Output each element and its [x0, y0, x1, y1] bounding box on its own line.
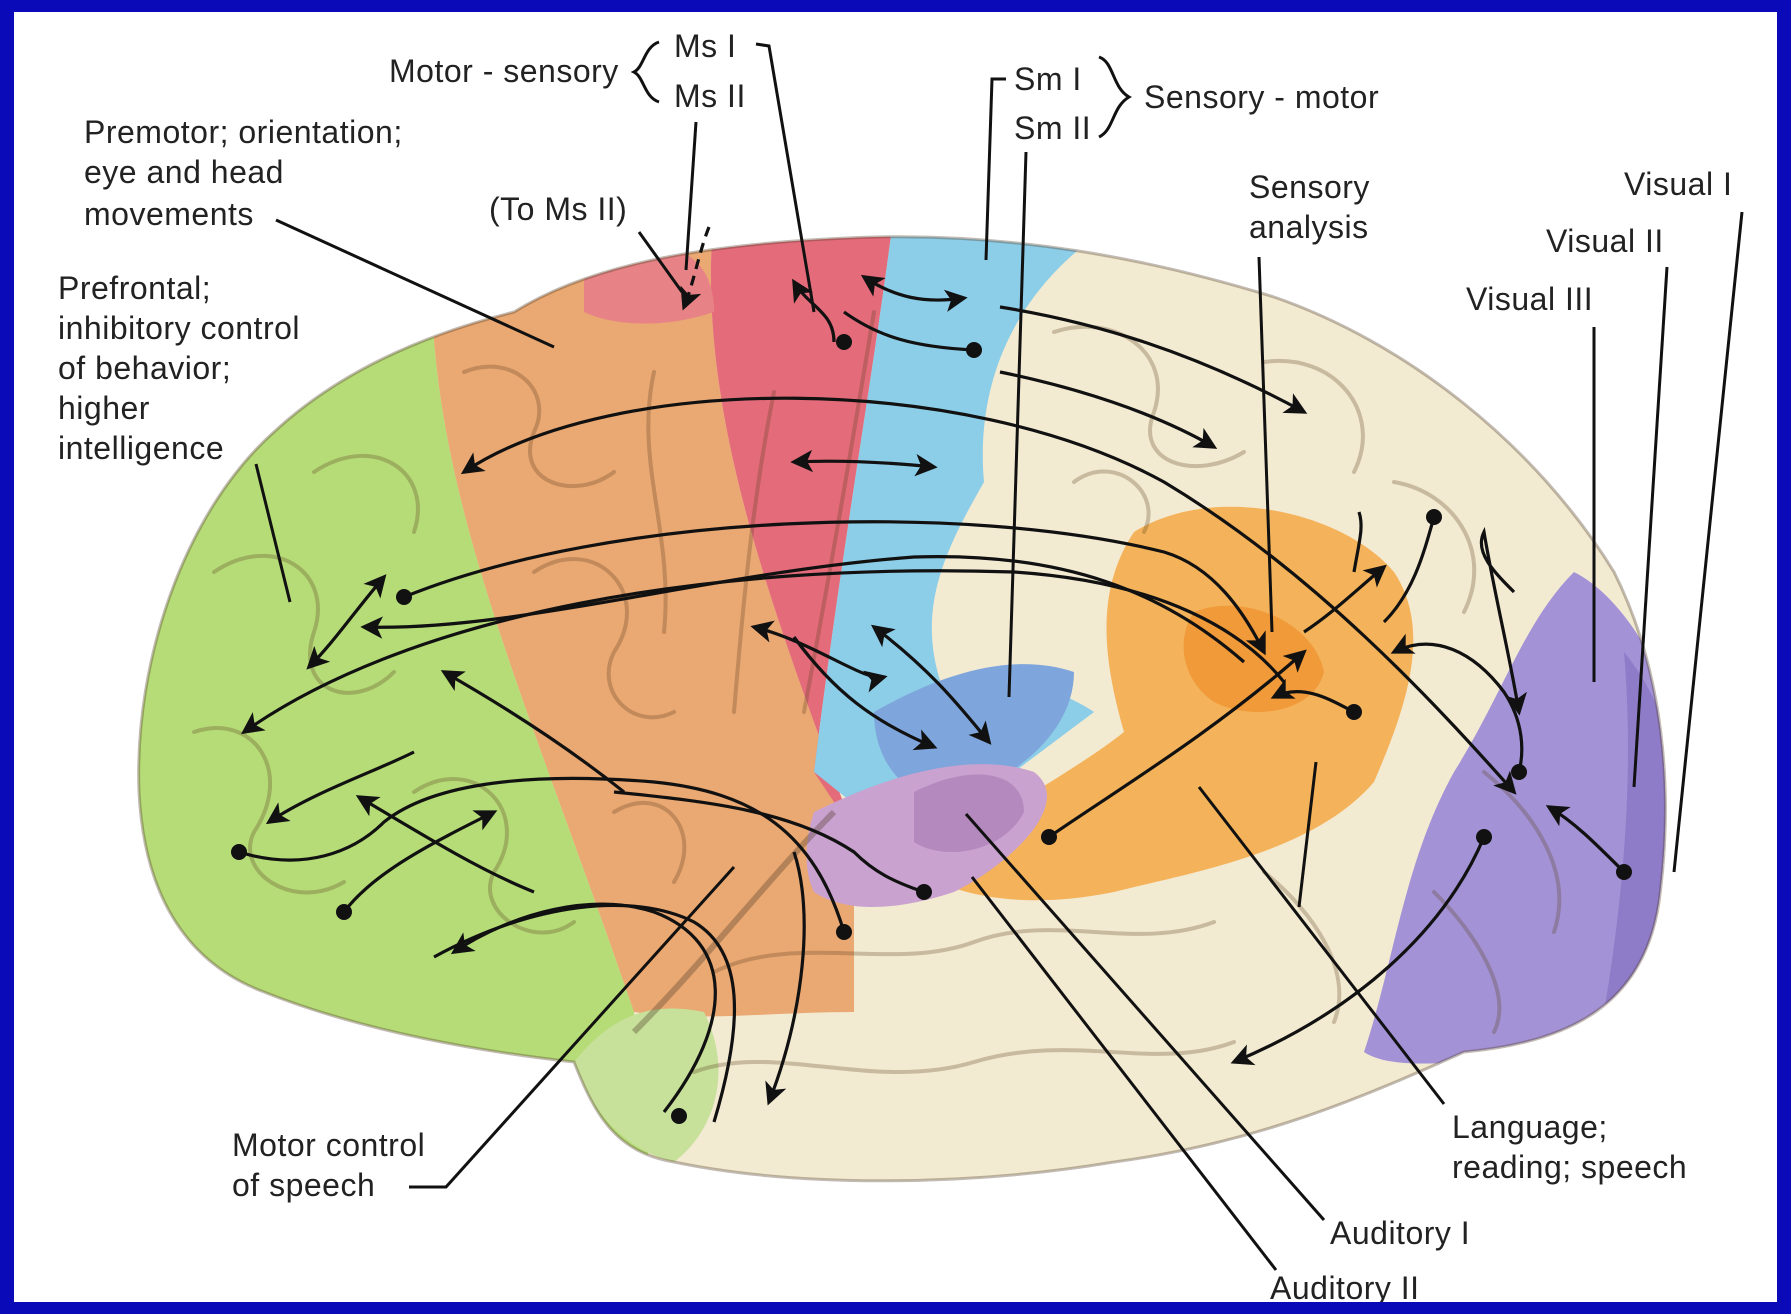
label-motor-speech-line1: Motor control [232, 1127, 425, 1163]
label-prefrontal-line1: Prefrontal; [58, 270, 211, 306]
arrow-origin-dot [1476, 829, 1492, 845]
arrow-origin-dot [1041, 829, 1057, 845]
arrow-origin-dot [396, 589, 412, 605]
label-premotor-line2: eye and head [84, 154, 284, 190]
diagram-frame: Motor - sensory Ms I Ms II Sm I Sm II Se… [14, 12, 1777, 1302]
label-to-ms-ii: (To Ms II) [489, 191, 627, 227]
arrow-origin-dot [1616, 864, 1632, 880]
label-auditory-i: Auditory I [1330, 1215, 1470, 1251]
label-prefrontal-line2: inhibitory control [58, 310, 300, 346]
label-motor-sensory: Motor - sensory [389, 53, 619, 89]
leader-visual-i [1674, 212, 1742, 872]
arrow-origin-dot [1346, 704, 1362, 720]
arrow-origin-dot [966, 342, 982, 358]
label-sensory-motor: Sensory - motor [1144, 79, 1379, 115]
label-prefrontal-line4: higher [58, 390, 150, 426]
label-prefrontal-line3: of behavior; [58, 350, 231, 386]
label-prefrontal-line5: intelligence [58, 430, 224, 466]
label-sensory-analysis-line2: analysis [1249, 209, 1369, 245]
brace-motor-sensory [634, 42, 659, 102]
label-ms-i: Ms I [674, 28, 736, 64]
label-premotor-line3: movements [84, 196, 254, 232]
label-ms-ii: Ms II [674, 78, 746, 114]
arrow-origin-dot [671, 1108, 687, 1124]
arrow-origin-dot [336, 904, 352, 920]
leader-premotor [276, 220, 554, 347]
brain-functional-areas-diagram: Motor - sensory Ms I Ms II Sm I Sm II Se… [14, 12, 1777, 1302]
label-sensory-analysis-line1: Sensory [1249, 169, 1370, 205]
label-motor-speech-line2: of speech [232, 1167, 375, 1203]
label-premotor-line1: Premotor; orientation; [84, 114, 403, 150]
leader-sm-i [986, 79, 1006, 260]
label-language-line1: Language; [1452, 1109, 1608, 1145]
arrow-origin-dot [916, 884, 932, 900]
arrow-origin-dot [231, 844, 247, 860]
arrow-origin-dot [836, 334, 852, 350]
arrow-origin-dot [1426, 509, 1442, 525]
label-visual-ii: Visual II [1546, 223, 1664, 259]
brace-sensory-motor [1099, 57, 1129, 137]
label-visual-iii: Visual III [1466, 281, 1593, 317]
arrow-origin-dot [836, 924, 852, 940]
label-language-line2: reading; speech [1452, 1149, 1687, 1185]
label-sm-ii: Sm II [1014, 110, 1091, 146]
label-auditory-ii: Auditory II [1270, 1270, 1420, 1302]
label-sm-i: Sm I [1014, 61, 1082, 97]
leader-ms-ii [686, 122, 696, 270]
arrow-origin-dot [1511, 764, 1527, 780]
label-visual-i: Visual I [1624, 166, 1732, 202]
